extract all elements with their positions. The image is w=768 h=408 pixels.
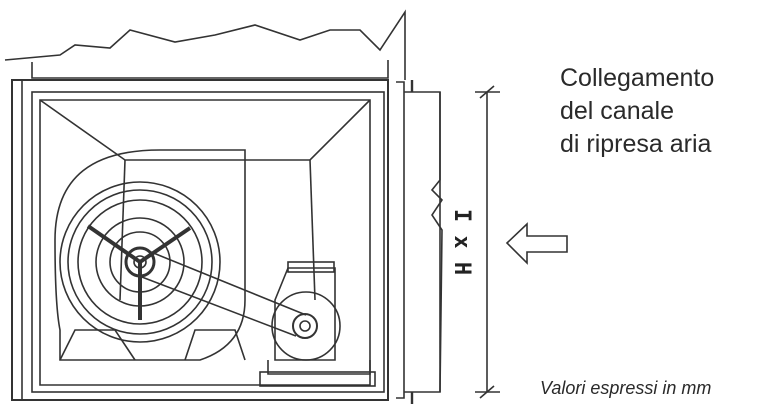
motor-pulley xyxy=(292,313,318,339)
caption: Collegamento del canale di ripresa aria xyxy=(560,62,714,161)
inner-chamber xyxy=(39,99,371,386)
fan-wheel-outer xyxy=(59,181,221,343)
dimension-label: I x H xyxy=(449,209,474,275)
fan-housing xyxy=(54,149,246,361)
caption-line-2: del canale xyxy=(560,97,674,125)
casing-frame xyxy=(11,79,389,401)
fan-base xyxy=(59,329,246,361)
top-wall-breakline xyxy=(4,9,406,80)
duct-breakline xyxy=(430,92,444,393)
units-note: Valori espressi in mm xyxy=(540,378,712,398)
airflow-arrow xyxy=(505,222,568,265)
caption-line-1: Collegamento xyxy=(560,64,715,92)
caption-line-3: di ripresa aria xyxy=(560,130,712,158)
inlet-flange xyxy=(396,81,405,399)
drive-belt-bottom xyxy=(133,273,297,337)
top-wall-line xyxy=(31,60,389,79)
casing-inner-frame xyxy=(31,91,385,393)
